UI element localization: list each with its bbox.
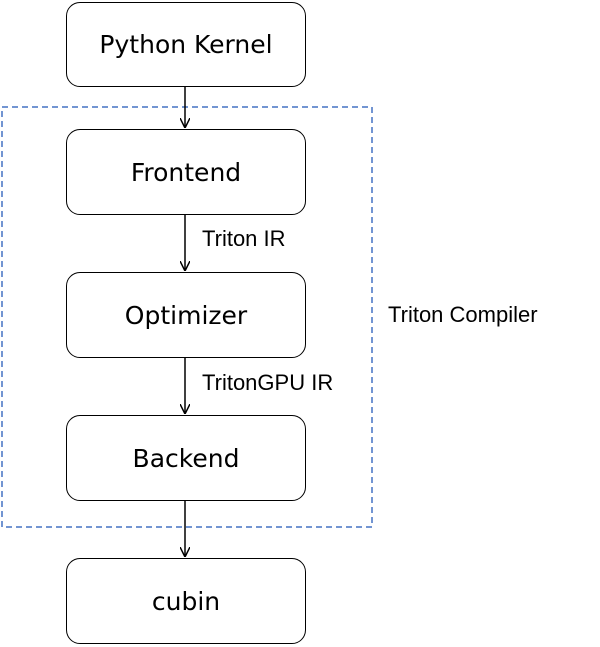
backend-label: Backend	[132, 443, 240, 473]
backend-node: Backend	[66, 415, 306, 501]
frontend-label: Frontend	[130, 157, 242, 187]
triton-compiler-group-border	[1, 106, 373, 528]
tritongpu-ir-edge-label: TritonGPU IR	[202, 370, 334, 395]
python-kernel-node: Python Kernel	[66, 2, 306, 87]
optimizer-node: Optimizer	[66, 272, 306, 358]
cubin-node: cubin	[66, 558, 306, 644]
frontend-node: Frontend	[66, 129, 306, 215]
triton-ir-edge-label: Triton IR	[202, 226, 286, 251]
python-kernel-label: Python Kernel	[99, 30, 273, 59]
cubin-label: cubin	[151, 586, 221, 616]
triton-compiler-group-label: Triton Compiler	[388, 302, 538, 327]
optimizer-label: Optimizer	[124, 300, 248, 330]
